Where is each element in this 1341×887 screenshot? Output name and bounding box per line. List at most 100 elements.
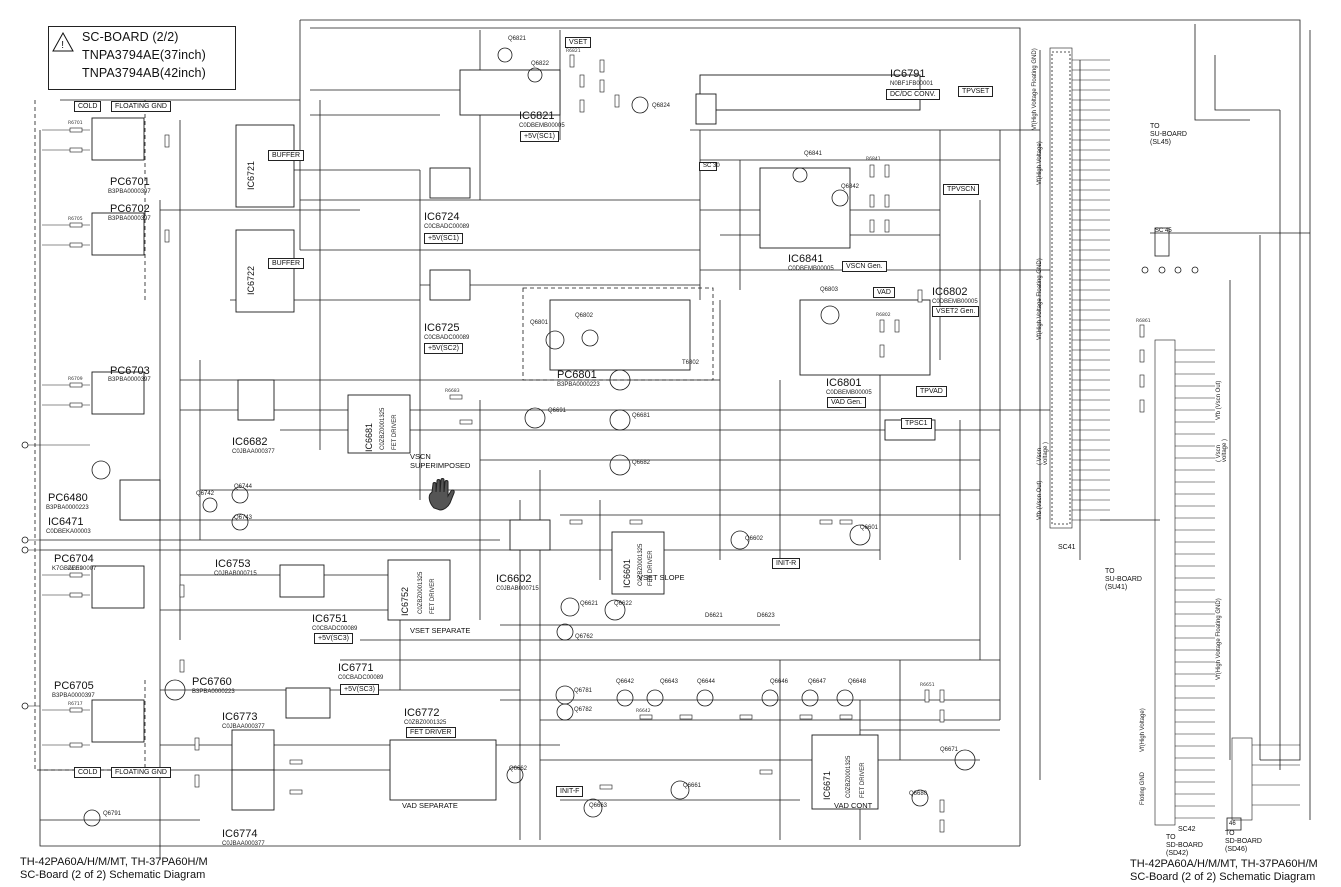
vscn-voltage-left: ( Vscn voltage ): [1037, 441, 1049, 465]
ic6681-ref: IC6681: [364, 422, 374, 452]
q6762-label: Q6762: [575, 634, 594, 640]
q6680-label: Q6680: [909, 791, 928, 797]
footer-caption-left: TH-42PA60A/H/M/MT, TH-37PA60H/M SC-Board…: [20, 856, 208, 882]
ic6791-ref: IC6791: [890, 68, 926, 80]
title-line-2: TNPA3794AE(37inch): [82, 48, 206, 62]
pc6702-ref: PC6702: [110, 203, 150, 215]
edge-terminals: [21, 266, 1199, 710]
floating-gnd-label-top: FLOATING GND: [111, 101, 171, 112]
component-bodies: [91, 69, 936, 811]
d6623-label: D6623: [757, 613, 775, 619]
pc6705-part: B3PBA0000397: [52, 693, 95, 699]
q6671-label: Q6671: [940, 747, 959, 753]
q6661-label: Q6661: [683, 783, 702, 789]
pc6701-part: B3PBA0000397: [108, 189, 151, 195]
ic6752-part: C0ZBZ0001325: [418, 571, 424, 614]
q6648-label: Q6648: [848, 679, 867, 685]
tpvset-label: TPVSET: [958, 86, 994, 97]
pc6703-ref: PC6703: [110, 365, 150, 377]
ic6771-part: C0CBADC00089: [338, 675, 384, 681]
d6621-label: D6621: [705, 613, 723, 619]
ic6753-part: C0JBAB000715: [214, 571, 257, 577]
pc6801-ref: PC6801: [557, 369, 597, 381]
ic6602-part: C0JBAB000715: [496, 586, 539, 592]
pc6705-ref: PC6705: [54, 680, 94, 692]
vfb-vscn-out-right: Vfb (Vscn Out): [1216, 380, 1222, 420]
q6801-label: Q6801: [530, 320, 549, 326]
svg-text:R6701: R6701: [68, 120, 83, 126]
ic6773-ref: IC6773: [222, 711, 258, 723]
tpvad-label: TPVAD: [916, 386, 947, 397]
q6782-label: Q6782: [574, 707, 593, 713]
svg-text:R6713: R6713: [68, 566, 83, 572]
svg-text:!: !: [61, 40, 64, 51]
q6744-label: Q6744: [234, 484, 253, 490]
q6781-label: Q6781: [574, 688, 593, 694]
ic6471-part: C0DBEKA00003: [46, 529, 91, 535]
pc6760-part: B3PBA0000223: [192, 689, 235, 695]
tpsc1-label: TPSC1: [901, 418, 932, 429]
sc45-label: SC 45: [1155, 228, 1172, 234]
vad-separate-label: VAD SEPARATE: [402, 801, 458, 810]
pc6703-part: B3PBA0000397: [108, 377, 151, 383]
ic6774-ref: IC6774: [222, 828, 258, 840]
q6821-label: Q6821: [508, 36, 527, 42]
passive-components: [69, 54, 1145, 833]
title-line-3: TNPA3794AB(42inch): [82, 66, 206, 80]
ic6841-ref: IC6841: [788, 253, 824, 265]
ic6724-ref: IC6724: [424, 211, 460, 223]
ic6671-part: C0ZBZ0001325: [846, 755, 852, 798]
ic6802-part: C0DBEMB00005: [932, 299, 978, 305]
ic6724-func: +5V(SC1): [424, 233, 463, 244]
ic6471-ref: IC6471: [48, 516, 84, 528]
svg-text:R6841: R6841: [866, 156, 881, 162]
q6621-label: Q6621: [580, 601, 599, 607]
pc6801-part: B3PBA0000223: [557, 382, 600, 388]
ic6751-part: C0CBADC00089: [312, 626, 358, 632]
vf-hv-top: Vf(High Voltage): [1037, 141, 1043, 185]
ic6725-ref: IC6725: [424, 322, 460, 334]
q6842-label: Q6842: [841, 184, 860, 190]
ic6771-ref: IC6771: [338, 662, 374, 674]
vf2-hv-label: Vf(High Voltage): [1140, 708, 1146, 752]
to-su-board-sl45: TO SU-BOARD (SL45): [1150, 123, 1187, 146]
q6691-label: Q6691: [548, 408, 567, 414]
ic6602-ref: IC6602: [496, 573, 532, 585]
sc46-label: 46: [1229, 821, 1236, 827]
cold-label-bottom: COLD: [74, 767, 102, 778]
ic6821-ref: IC6821: [519, 110, 555, 122]
svg-text:R6642: R6642: [636, 708, 651, 714]
q6647-label: Q6647: [808, 679, 827, 685]
footer-caption-right: TH-42PA60A/H/M/MT, TH-37PA60H/M SC-Board…: [1130, 858, 1318, 884]
q6646-label: Q6646: [770, 679, 789, 685]
ic6771-func: +5V(SC3): [340, 684, 379, 695]
ic6772-func: FET DRIVER: [406, 727, 456, 738]
q6601-label: Q6601: [860, 525, 879, 531]
ic6791-func: DC/DC CONV.: [886, 89, 940, 100]
footer-right-line1: TH-42PA60A/H/M/MT, TH-37PA60H/M: [1130, 858, 1318, 870]
ic6751-ref: IC6751: [312, 613, 348, 625]
pc6704-ref: PC6704: [54, 553, 94, 565]
sc42-label: SC42: [1178, 826, 1196, 833]
vset-label: VSET: [565, 37, 592, 48]
floating-gnd-label-bottom: FLOATING GND: [111, 767, 171, 778]
sc41-label: SC41: [1058, 544, 1076, 551]
ic6725-func: +5V(SC2): [424, 343, 463, 354]
pc6702-part: B3PBA0000397: [108, 216, 151, 222]
q6642-label: Q6642: [616, 679, 635, 685]
title-block: [48, 26, 236, 90]
pc6480-ref: PC6480: [48, 492, 88, 504]
ic6791-part: N0BF1FB00001: [890, 81, 934, 87]
title-line-1: SC-BOARD (2/2): [82, 30, 179, 44]
svg-text:R6709: R6709: [68, 376, 83, 382]
ic6801-ref: IC6801: [826, 377, 862, 389]
q6681-label: Q6681: [632, 413, 651, 419]
ic6841-part: C0DBEMB00005: [788, 266, 834, 272]
init-r-label: INIT-R: [772, 558, 801, 569]
vset-slope-label: VSET SLOPE: [638, 573, 685, 582]
pc6760-ref: PC6760: [192, 676, 232, 688]
vf-hv-floating-gnd-top: Vf(High Voltage Floating GND): [1032, 48, 1038, 130]
svg-text:R6651: R6651: [920, 682, 935, 688]
ic6752-func: FET DRIVER: [430, 578, 436, 614]
